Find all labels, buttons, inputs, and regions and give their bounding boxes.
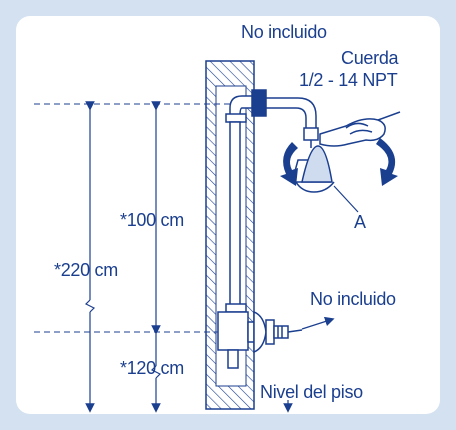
height-120-label: *120 cm	[120, 358, 184, 378]
dimension-120	[150, 334, 162, 413]
valve-trim	[253, 310, 303, 354]
diagram-panel: No incluido Cuerda 1/2 - 14 NPT A *100 c…	[16, 16, 440, 414]
height-220-label: *220 cm	[54, 260, 118, 280]
shower-installation-diagram	[34, 60, 401, 413]
dimension-220	[84, 101, 96, 413]
thread-title-label: Cuerda	[341, 48, 399, 68]
thread-spec-label: 1/2 - 14 NPT	[299, 70, 398, 90]
reference-lines	[34, 103, 256, 333]
hand-icon	[319, 111, 401, 147]
part-a-label: A	[354, 212, 366, 232]
shower-head-icon	[291, 127, 335, 193]
not-included-valve-label: No incluido	[310, 289, 396, 309]
valve-body	[217, 311, 255, 369]
vertical-pipe	[225, 95, 255, 313]
not-included-top-label: No incluido	[241, 22, 327, 42]
rotate-arrows-icon	[280, 138, 398, 186]
leader-a	[333, 185, 359, 213]
height-100-label: *100 cm	[120, 210, 184, 230]
floor-level-label: Nivel del piso	[260, 382, 363, 402]
shower-arm	[251, 89, 317, 128]
leader-valve	[301, 316, 335, 330]
